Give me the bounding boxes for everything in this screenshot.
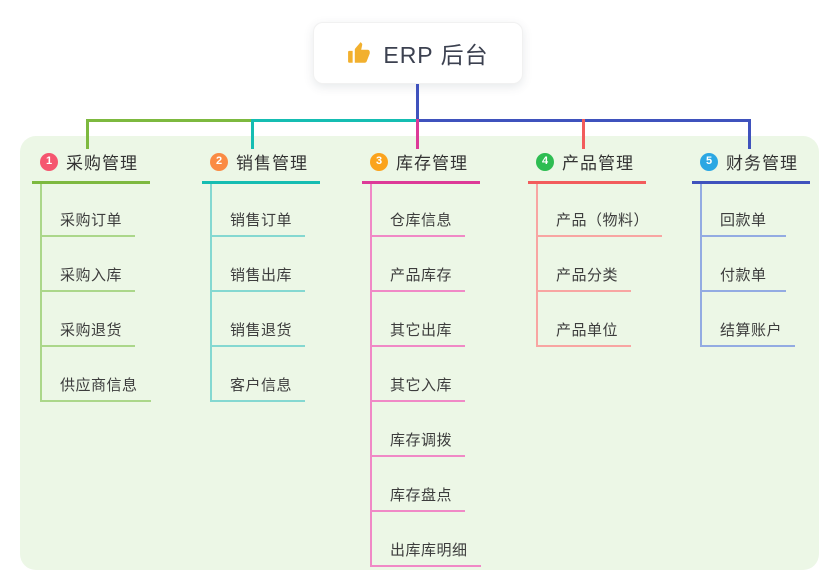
child-label: 采购订单 xyxy=(60,212,123,229)
child-label: 库存盘点 xyxy=(390,487,453,504)
mindmap-panel xyxy=(20,136,819,570)
child-label: 采购退货 xyxy=(60,322,123,339)
child-node[interactable]: 产品（物料） xyxy=(538,184,663,237)
branch-number-badge: 5 xyxy=(700,152,718,171)
child-label: 供应商信息 xyxy=(60,377,138,394)
branch-node-3[interactable]: 3 库存管理 xyxy=(362,145,480,184)
branch-number-badge: 1 xyxy=(40,152,58,171)
child-label: 结算账户 xyxy=(720,322,783,339)
child-label: 销售出库 xyxy=(230,267,293,284)
connector-branch-drop xyxy=(86,119,89,149)
child-node[interactable]: 产品库存 xyxy=(372,237,466,292)
child-node[interactable]: 采购入库 xyxy=(42,237,136,292)
child-label: 客户信息 xyxy=(230,377,293,394)
branch-title: 销售管理 xyxy=(236,154,308,173)
branch-column: 3 库存管理仓库信息产品库存其它出库其它入库库存调拨库存盘点出库库明细 xyxy=(362,145,481,567)
child-node[interactable]: 供应商信息 xyxy=(42,347,151,402)
child-label: 销售订单 xyxy=(230,212,293,229)
child-node[interactable]: 销售出库 xyxy=(212,237,306,292)
branch-node-5[interactable]: 5 财务管理 xyxy=(692,145,810,184)
branch-title: 财务管理 xyxy=(726,154,798,173)
child-node[interactable]: 客户信息 xyxy=(212,347,306,402)
connector-bus-segment xyxy=(86,119,254,122)
child-label: 产品库存 xyxy=(390,267,453,284)
connector-branch-drop xyxy=(582,119,585,149)
child-node[interactable]: 库存调拨 xyxy=(372,402,466,457)
child-label: 仓库信息 xyxy=(390,212,453,229)
branch-number-badge: 2 xyxy=(210,152,228,171)
branch-children: 销售订单销售出库销售退货客户信息 xyxy=(210,184,306,402)
child-label: 产品分类 xyxy=(556,267,619,284)
connector-root-vertical xyxy=(416,84,419,122)
branch-column: 1 采购管理采购订单采购入库采购退货供应商信息 xyxy=(32,145,151,402)
child-node[interactable]: 产品单位 xyxy=(538,292,632,347)
child-node[interactable]: 其它出库 xyxy=(372,292,466,347)
branch-children: 仓库信息产品库存其它出库其它入库库存调拨库存盘点出库库明细 xyxy=(370,184,481,567)
child-node[interactable]: 其它入库 xyxy=(372,347,466,402)
branch-children: 采购订单采购入库采购退货供应商信息 xyxy=(40,184,151,402)
child-label: 付款单 xyxy=(720,267,767,284)
branch-node-1[interactable]: 1 采购管理 xyxy=(32,145,150,184)
child-label: 其它出库 xyxy=(390,322,453,339)
branch-title: 库存管理 xyxy=(396,154,468,173)
root-title: ERP 后台 xyxy=(383,42,489,68)
child-node[interactable]: 付款单 xyxy=(702,237,786,292)
connector-bus-segment xyxy=(251,119,419,122)
branch-title: 采购管理 xyxy=(66,154,138,173)
child-node[interactable]: 采购退货 xyxy=(42,292,136,347)
child-node[interactable]: 结算账户 xyxy=(702,292,796,347)
child-node[interactable]: 产品分类 xyxy=(538,237,632,292)
branch-children: 产品（物料） 产品分类产品单位 xyxy=(536,184,663,347)
branch-children: 回款单付款单结算账户 xyxy=(700,184,796,347)
child-label: 出库库明细 xyxy=(390,542,468,559)
child-label: 采购入库 xyxy=(60,267,123,284)
child-label: 其它入库 xyxy=(390,377,453,394)
branch-node-4[interactable]: 4 产品管理 xyxy=(528,145,646,184)
branch-node-2[interactable]: 2 销售管理 xyxy=(202,145,320,184)
connector-branch-drop xyxy=(416,119,419,149)
child-node[interactable]: 库存盘点 xyxy=(372,457,466,512)
child-label: 产品单位 xyxy=(556,322,619,339)
branch-number-badge: 4 xyxy=(536,152,554,171)
child-node[interactable]: 销售订单 xyxy=(212,184,306,237)
branch-number-badge: 3 xyxy=(370,152,388,171)
connector-branch-drop xyxy=(251,119,254,149)
branch-column: 2 销售管理销售订单销售出库销售退货客户信息 xyxy=(202,145,320,402)
child-label: 销售退货 xyxy=(230,322,293,339)
connector-branch-drop xyxy=(748,119,751,149)
child-node[interactable]: 采购订单 xyxy=(42,184,136,237)
child-label: 回款单 xyxy=(720,212,767,229)
child-label: 产品（物料） xyxy=(556,212,650,229)
branch-column: 4 产品管理产品（物料） 产品分类产品单位 xyxy=(528,145,663,347)
child-node[interactable]: 出库库明细 xyxy=(372,512,481,567)
branch-column: 5 财务管理回款单付款单结算账户 xyxy=(692,145,810,347)
thumbs-up-icon xyxy=(348,42,371,63)
child-node[interactable]: 仓库信息 xyxy=(372,184,466,237)
branch-title: 产品管理 xyxy=(562,154,634,173)
root-node[interactable]: ERP 后台 xyxy=(313,22,523,84)
child-node[interactable]: 销售退货 xyxy=(212,292,306,347)
child-node[interactable]: 回款单 xyxy=(702,184,786,237)
child-label: 库存调拨 xyxy=(390,432,453,449)
